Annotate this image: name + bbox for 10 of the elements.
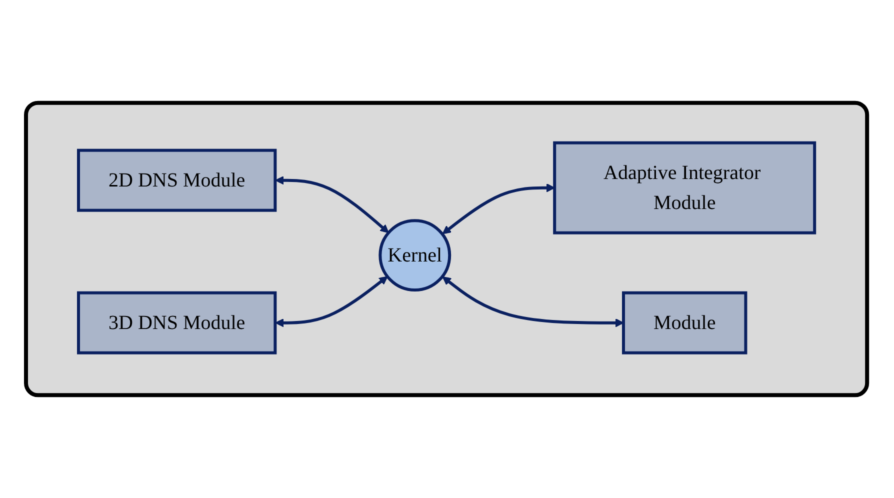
node-box: Module (622, 291, 748, 354)
node-circle: Kernel (379, 219, 452, 292)
node-box: Adaptive Integrator Module (554, 141, 817, 234)
arrow (276, 176, 390, 234)
arrow (442, 276, 624, 328)
cluster (24, 100, 870, 398)
node-box: 3D DNS Module (77, 291, 278, 354)
arrow (442, 183, 556, 234)
arrow (276, 276, 388, 328)
node-box: 2D DNS Module (77, 148, 278, 212)
